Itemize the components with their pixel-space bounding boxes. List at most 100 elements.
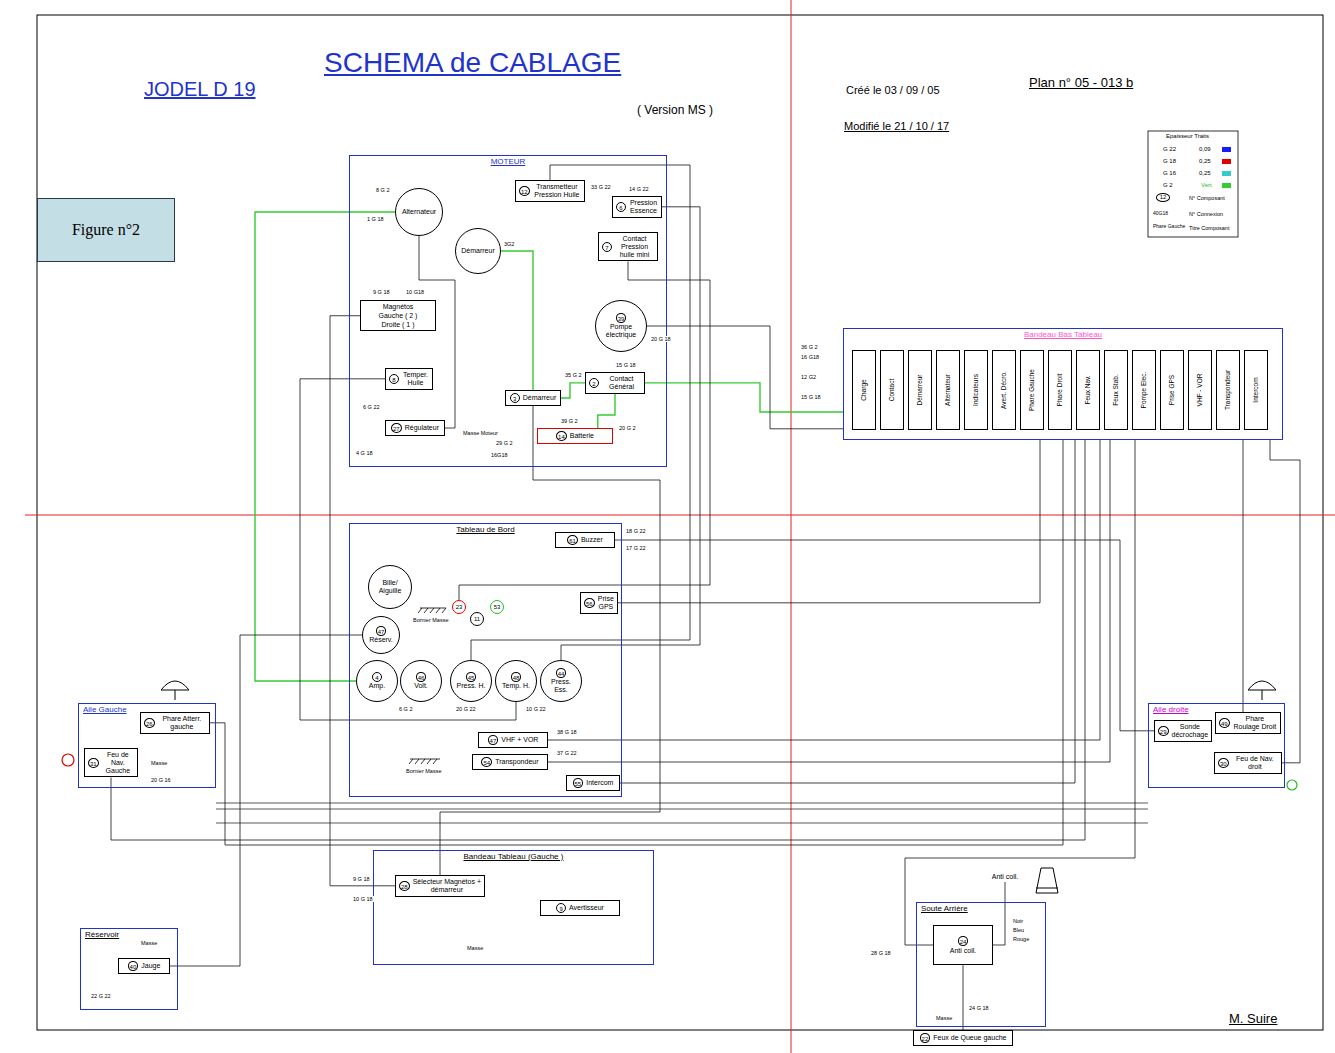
component-name: Transpondeur <box>495 758 538 766</box>
component-name: Alternateur <box>402 208 436 216</box>
callout-number: 2 <box>589 378 599 388</box>
wire-label: 33 G 22 <box>590 184 612 190</box>
gauge-circle: 46Volt. <box>400 660 442 702</box>
wire-connector <box>615 540 1154 731</box>
callout-number: 61 <box>567 535 578 545</box>
wire-connector <box>548 440 1110 762</box>
gauge-circle: Démarreur <box>455 228 501 274</box>
wire-label: 20 G 16 <box>150 777 172 783</box>
wire-connector <box>440 406 660 875</box>
component-name: Pompe électrique <box>599 323 643 339</box>
wire-connector <box>548 440 1100 740</box>
wire-connector <box>561 207 700 660</box>
gauge-circle: 48Temp. H. <box>495 660 537 702</box>
indicator-lamp: 53 <box>490 600 504 614</box>
component-name: Transpondeur <box>1224 370 1231 410</box>
component-name: Amp. <box>369 682 385 690</box>
zone-panel: Bandeau Tableau (Gauche )28Sélecteur Mag… <box>373 850 654 965</box>
legend-swatch <box>1222 183 1231 188</box>
legend-text: N° Composant <box>1188 195 1226 201</box>
component-name: Intercom <box>1252 377 1259 402</box>
component-name: Press. Ess. <box>544 678 578 694</box>
wire-connector <box>255 212 395 681</box>
legend-swatch <box>1222 171 1231 176</box>
component-name: Régulateur <box>405 424 439 432</box>
callout-number: 49 <box>1219 718 1230 728</box>
component-box: 47VHF + VOR <box>478 732 548 748</box>
callout-number: 45 <box>466 672 477 682</box>
callout-number: 6 <box>616 202 626 212</box>
zone-title: Bandeau Tableau (Gauche ) <box>463 853 565 862</box>
callout-number: 30 <box>1218 758 1229 768</box>
wire-label: Masse <box>466 945 484 951</box>
component-label: Anti coll. <box>980 872 1030 882</box>
component-name: Anti coll. <box>950 947 976 955</box>
wire-label: 9 G 18 <box>372 289 391 295</box>
wire-label: Masse <box>140 940 158 946</box>
component-name: Phare Droit <box>1056 374 1063 407</box>
callout-number: 47 <box>488 735 499 745</box>
component-name: Transmetteur Pression Huile <box>533 183 581 199</box>
zone-panel: Aile droite49Phare Roulage Droit29Sonde … <box>1148 703 1285 788</box>
callout-number: 9 <box>556 903 566 913</box>
legend-swatch <box>1222 159 1231 164</box>
wire-label: 1 G 18 <box>366 216 385 222</box>
legend-text: Titre Composant <box>1188 225 1230 231</box>
wire-connector <box>471 165 690 660</box>
gauge-circle: 45Press. H. <box>450 660 492 702</box>
component-name: Démarreur <box>916 374 923 405</box>
component-box: 54Transpondeur <box>472 754 548 770</box>
ground-symbol <box>418 608 446 613</box>
gauge-circle: Bille/ Aiguille <box>368 565 412 609</box>
wire-label: 20 G 2 <box>618 425 637 431</box>
wire-label: 3G2 <box>503 241 515 247</box>
component-name: Sélecteur Magnétos + démarreur <box>413 878 481 894</box>
legend-box <box>1148 131 1238 237</box>
wire-label: 15 G 18 <box>615 362 637 368</box>
wire-label: Bleu <box>1012 927 1025 933</box>
legend-text: N° Connexion <box>1188 211 1224 217</box>
breaker-switch: Intercom <box>1244 350 1268 430</box>
component-name: Buzzer <box>581 536 603 544</box>
wire-label: 18 G 22 <box>625 528 647 534</box>
legend-swatch <box>1222 147 1231 152</box>
wire-label: 20 G 22 <box>455 706 477 712</box>
component-box: 49Phare Roulage Droit <box>1215 712 1281 734</box>
wire-connector <box>598 394 615 428</box>
gauge-circle: 47Réserv. <box>362 616 400 654</box>
wire-connector <box>459 261 710 600</box>
sheet-note: ( Version MS ) <box>636 104 714 117</box>
wire-label: Noir <box>1012 918 1024 924</box>
callout-number: 31 <box>88 758 99 768</box>
component-box: 55Intercom <box>566 775 620 791</box>
wire-label: 6 G 2 <box>398 706 413 712</box>
component-name: Démarreur <box>461 247 494 255</box>
breaker-switch: Transpondeur <box>1216 350 1240 430</box>
zone-title: Aile droite <box>1152 706 1190 715</box>
wire-connector <box>993 882 1005 945</box>
callout-number: 54 <box>481 757 492 767</box>
wire-label: 28 G 18 <box>870 950 892 956</box>
wire-label: Masse <box>935 1015 953 1021</box>
component-name: Indicateurs <box>972 374 979 406</box>
callout-number: 8 <box>389 374 399 384</box>
breaker-switch: Phare Gauche <box>1020 350 1044 430</box>
callout-number: 14 <box>556 431 567 441</box>
component-name: Magnétos <box>383 303 414 311</box>
component-name: Feu de Nav. droit <box>1232 755 1278 771</box>
component-box: 8Temper. Huile <box>385 368 433 390</box>
component-name: Feux de Queue gauche <box>933 1034 1006 1042</box>
sheet-frame <box>37 15 1323 1030</box>
callout-number: 39 <box>616 313 627 323</box>
callout-number: 7 <box>602 242 612 252</box>
component-box: 6Pression Essence <box>612 196 662 218</box>
callout-number: 24 <box>958 936 969 946</box>
sheet-note: Modifié le 21 / 10 / 17 <box>843 120 950 132</box>
component-box: 31Feu de Nav. Gauche <box>84 748 138 777</box>
callout-number: 23 <box>456 604 463 611</box>
component-box: 3Démarreur <box>505 390 561 406</box>
component-box: MagnétosGauche ( 2 )Droite ( 1 ) <box>360 300 436 331</box>
callout-number: 3 <box>510 393 520 403</box>
component-name: Charge <box>860 379 867 400</box>
wire-label: 4 G 18 <box>355 450 374 456</box>
